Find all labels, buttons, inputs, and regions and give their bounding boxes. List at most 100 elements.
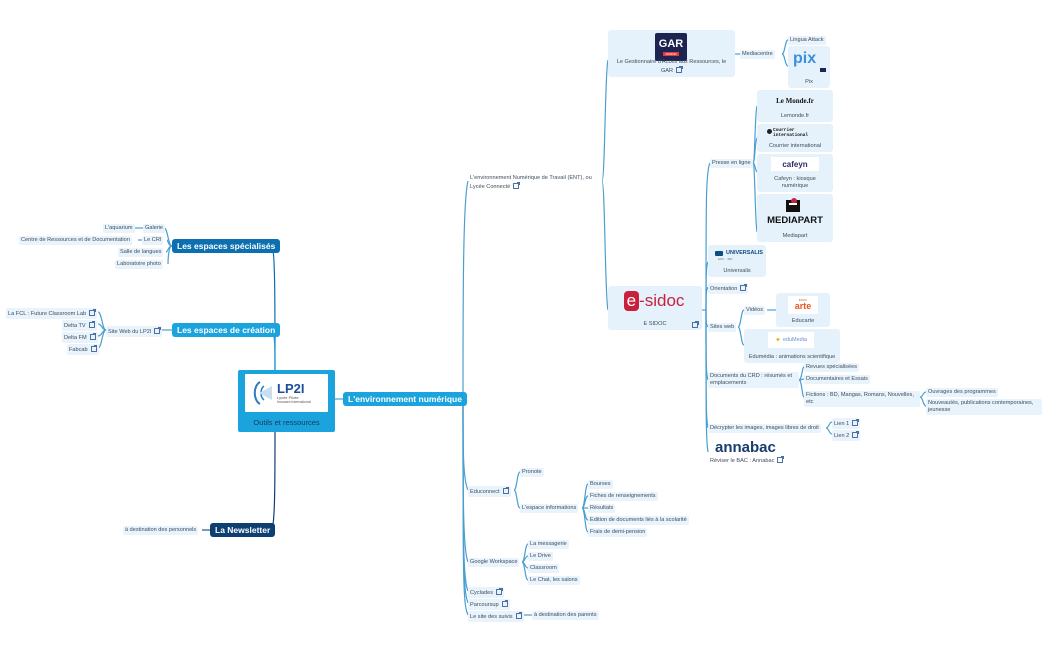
external-link-icon (502, 486, 510, 494)
node-labo-photo[interactable]: Laboratoire photo (115, 260, 163, 269)
card-annabac[interactable]: annabac Réviser le BAC : Annabac (708, 438, 788, 466)
node-parcoursup[interactable]: Parcoursup (468, 599, 510, 610)
card-esidoc[interactable]: e -sidoc E SIDOC (608, 286, 702, 330)
node-aquarium[interactable]: L'aquarium (103, 224, 135, 233)
branch-espaces-specialises[interactable]: Les espaces spécialisés (172, 239, 281, 253)
node-fabcab-label: Fabcab (69, 347, 88, 353)
node-mediacentre[interactable]: Mediacentre (740, 50, 775, 59)
external-link-icon (740, 283, 747, 291)
courrier-logo-1: Courrier (773, 128, 795, 133)
node-documentaires[interactable]: Documentaires et Essais (804, 375, 870, 384)
node-edition-documents[interactable]: Edition de documents liés à la scolarité (588, 516, 689, 525)
external-link-icon (89, 332, 97, 340)
node-fictions[interactable]: Fictions : BD, Mangas, Romans, Nouvelles… (804, 391, 920, 407)
edumedia-logo: ✦ eduMedia (768, 332, 814, 348)
node-resultats[interactable]: Résultats (588, 504, 616, 513)
node-fiches[interactable]: Fiches de renseignements (588, 492, 658, 501)
cafeyn-logo: cafeyn (771, 157, 819, 171)
card-courrier[interactable]: Courrier international Courrier internat… (757, 124, 833, 152)
node-bourses[interactable]: Bourses (588, 480, 613, 489)
root-node[interactable]: LP2I Lycée Pilote Innovant International… (238, 370, 335, 432)
external-link-icon (501, 599, 509, 607)
node-cyclades[interactable]: Cyclades (468, 587, 505, 598)
node-cri[interactable]: Le CRI (142, 236, 164, 245)
courrier-logo-2: international (773, 132, 809, 138)
node-fcl[interactable]: La FCL : Future Classroom Lab (6, 308, 98, 319)
node-presse-en-ligne[interactable]: Presse en ligne (710, 159, 753, 168)
pix-logo: pix (793, 50, 817, 67)
node-parents[interactable]: à destination des parents (532, 611, 599, 620)
external-link-icon (852, 418, 859, 426)
branch-newsletter[interactable]: La Newsletter (210, 523, 276, 537)
card-lemonde-caption: Lemonde.fr (780, 113, 810, 119)
node-nouveautes[interactable]: Nouveautés, publications contemporaines,… (926, 399, 1042, 415)
external-link-icon (515, 611, 523, 619)
node-lingua-attack[interactable]: Lingua Attack (788, 36, 826, 45)
branch-environnement-numerique[interactable]: L'environnement numérique (343, 392, 467, 406)
node-decrypter[interactable]: Décrypter les images, images libres de d… (708, 424, 821, 433)
node-delta-fm[interactable]: Delta FM (62, 332, 98, 343)
arte-logo: EDUC arte (788, 296, 818, 314)
node-lien-1-label: Lien 1 (834, 421, 850, 427)
card-annabac-caption: Réviser le BAC : Annabac (710, 455, 784, 465)
node-lien-1[interactable]: Lien 1 (832, 418, 861, 429)
node-parcoursup-label: Parcoursup (470, 602, 499, 608)
node-revues[interactable]: Revues spécialisées (804, 363, 859, 372)
node-lien-2-label: Lien 2 (834, 433, 850, 439)
node-chat[interactable]: Le Chat, les salons (528, 576, 580, 585)
card-edumedia[interactable]: ✦ eduMedia Edumédia : animations scienti… (744, 329, 840, 363)
card-gar[interactable]: GAR ARMOR Le Gestionnaire d'Accès aux Re… (608, 30, 735, 77)
node-messagerie[interactable]: La messagerie (528, 540, 569, 549)
card-universalis[interactable]: UNIVERSALIS EDU · 4BA Universalis (708, 245, 766, 277)
arte-logo-top: EDUC (798, 298, 808, 302)
node-documents-cdi[interactable]: Documents du CRD : résumés et emplacemen… (708, 372, 799, 388)
node-ent[interactable]: L'environnement Numérique de Travail (EN… (468, 174, 602, 192)
card-mediapart[interactable]: MEDIAPART Mediapart (757, 194, 833, 242)
edumedia-star-icon: ✦ (774, 337, 781, 344)
branch-espaces-creation[interactable]: Les espaces de création (172, 323, 281, 337)
universalis-emblem-icon (715, 251, 723, 256)
card-educarte[interactable]: EDUC arte Educarte (776, 293, 830, 327)
card-courrier-caption: Courrier international (768, 143, 822, 149)
lemonde-logo: Le Monde.fr (776, 97, 814, 105)
pix-logo-mark (820, 68, 826, 72)
external-link-icon (496, 587, 503, 595)
node-pronote[interactable]: Pronote (520, 468, 544, 477)
node-salle-langues[interactable]: Salle de langues (118, 248, 164, 257)
esidoc-logo-rest: -sidoc (639, 291, 685, 310)
node-drive[interactable]: Le Drive (528, 552, 553, 561)
external-link-icon (90, 344, 98, 352)
node-site-web-lp2i[interactable]: Site Web du LP2I (106, 326, 163, 337)
card-gar-caption-text: Le Gestionnaire d'Accès aux Ressources, … (616, 59, 727, 74)
node-educonnect-label: Educonnect (470, 489, 500, 495)
universalis-logo: UNIVERSALIS EDU · 4BA (714, 250, 763, 262)
node-lien-2[interactable]: Lien 2 (832, 430, 861, 441)
card-mediapart-caption: Mediapart (782, 233, 808, 239)
node-orientation[interactable]: Orientation (708, 283, 749, 294)
node-site-suivis[interactable]: Le site des suivis (468, 611, 524, 622)
card-lemonde[interactable]: Le Monde.fr Lemonde.fr (757, 90, 833, 122)
node-ent-label: L'environnement Numérique de Travail (EN… (470, 175, 592, 190)
node-classroom[interactable]: Classroom (528, 564, 559, 573)
node-sites-web[interactable]: Sites web (708, 323, 737, 332)
mediapart-logo-icon (784, 197, 804, 213)
node-educonnect[interactable]: Educonnect (468, 486, 511, 497)
node-google-workspace[interactable]: Google Workspace (468, 558, 520, 567)
external-link-icon (676, 65, 683, 73)
node-fabcab[interactable]: Fabcab (67, 344, 99, 355)
node-espace-informations[interactable]: L'espace informations (520, 504, 579, 513)
node-personnels[interactable]: à destination des personnels (123, 526, 199, 535)
node-cdi[interactable]: Centre de Ressources et de Documentation (19, 236, 132, 245)
node-orientation-label: Orientation (710, 286, 738, 292)
node-ouvrages[interactable]: Ouvrages des programmes (926, 388, 998, 397)
node-fcl-label: La FCL : Future Classroom Lab (8, 311, 87, 317)
card-cafeyn[interactable]: cafeyn Cafeyn : kiosque numérique (757, 154, 833, 192)
card-esidoc-caption-text: E SIDOC (643, 321, 667, 327)
node-frais[interactable]: Frais de demi-pension (588, 528, 648, 537)
card-pix[interactable]: pix Pix (788, 46, 830, 88)
card-annabac-caption-text: Réviser le BAC : Annabac (710, 458, 775, 464)
node-videos[interactable]: Vidéos (744, 306, 766, 315)
node-galerie[interactable]: Galerie (143, 224, 166, 233)
node-delta-tv[interactable]: Delta TV (62, 320, 97, 331)
